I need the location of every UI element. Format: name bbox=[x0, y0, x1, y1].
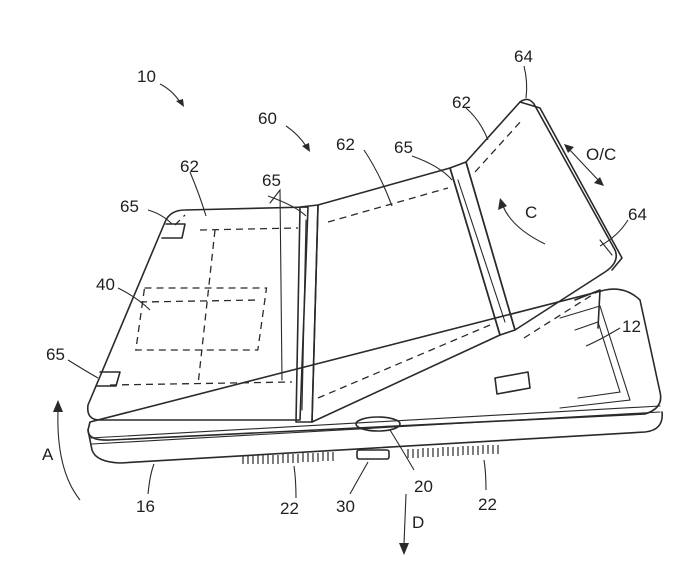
label-a: A bbox=[42, 445, 54, 464]
label-10: 10 bbox=[137, 67, 156, 86]
label-22-left: 22 bbox=[280, 499, 299, 518]
leader-lines bbox=[53, 65, 629, 555]
label-d: D bbox=[412, 513, 424, 532]
tablet-device bbox=[87, 288, 663, 464]
label-62-top: 62 bbox=[452, 93, 471, 112]
label-12: 12 bbox=[622, 317, 641, 336]
label-20: 20 bbox=[414, 477, 433, 496]
speaker-grille-left bbox=[242, 452, 334, 464]
label-40: 40 bbox=[96, 275, 115, 294]
speaker-grille-right bbox=[407, 445, 499, 458]
label-16: 16 bbox=[136, 497, 155, 516]
label-60: 60 bbox=[258, 109, 277, 128]
cover-assembly bbox=[86, 98, 623, 423]
label-65-left-bottom: 65 bbox=[46, 345, 65, 364]
cover-panel-middle bbox=[311, 167, 501, 423]
cover-panel-raised bbox=[465, 98, 618, 331]
label-65-mid: 65 bbox=[394, 138, 413, 157]
label-c: C bbox=[525, 203, 537, 222]
label-64-right: 64 bbox=[628, 205, 647, 224]
label-64-top: 64 bbox=[514, 47, 533, 66]
label-62-left: 62 bbox=[180, 157, 199, 176]
home-button bbox=[355, 416, 401, 432]
label-65-center: 65 bbox=[262, 171, 281, 190]
label-30: 30 bbox=[336, 497, 355, 516]
label-65-left-top: 65 bbox=[120, 197, 139, 216]
label-22-right: 22 bbox=[478, 495, 497, 514]
connector-port bbox=[356, 449, 390, 460]
reference-labels: 10 60 64 62 62 65 O/C C 64 62 65 65 40 6… bbox=[42, 47, 647, 532]
label-62-mid: 62 bbox=[336, 135, 355, 154]
label-oc: O/C bbox=[586, 145, 616, 164]
cover-panel-flat bbox=[86, 206, 309, 421]
